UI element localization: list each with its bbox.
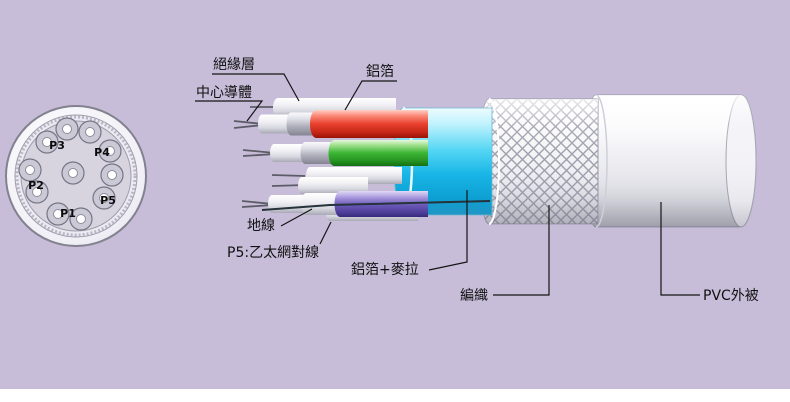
leader-foil	[344, 80, 397, 111]
bottom-strip	[0, 389, 790, 402]
pair-label-p4: P4	[94, 146, 110, 159]
label-insulation: 絕緣層	[213, 57, 255, 73]
label-foil: 鋁箔	[366, 64, 394, 80]
cross-section-braid-texture	[15, 115, 137, 237]
label-ground-wire: 地線	[247, 218, 275, 234]
leader-braid	[493, 205, 550, 296]
pair-label-p2: P2	[28, 179, 44, 192]
pair-label-p3: P3	[49, 139, 65, 152]
leader-insulation	[212, 73, 300, 102]
leader-ground-wire	[280, 208, 313, 227]
label-pvc-jacket: PVC外被	[703, 288, 759, 304]
red-wire	[233, 110, 428, 138]
leader-foil-mylar	[428, 190, 468, 271]
leader-center-conductor	[195, 100, 264, 122]
p5-ethernet-pair-wires	[271, 167, 402, 194]
cable-cutaway	[233, 94, 757, 228]
green-wire	[242, 140, 428, 166]
pvc-jacket-layer	[584, 94, 757, 228]
braid-cut-edge	[488, 98, 500, 225]
cable-cross-section: P3 P4 P2 P5 P1	[5, 105, 147, 247]
braid-layer	[478, 98, 599, 225]
cross-section-wires	[18, 117, 124, 231]
label-foil-mylar: 鋁箔+麥拉	[351, 262, 419, 278]
label-center-conductor: 中心導體	[196, 85, 252, 101]
leader-p5-pair	[319, 221, 332, 245]
leader-pvc-jacket	[660, 202, 700, 296]
label-braid: 編織	[460, 288, 488, 304]
pair-label-p1: P1	[60, 207, 76, 220]
pvc-cut-edge	[595, 94, 608, 228]
diagram-labels: 絕緣層 中心導體 鋁箔 地線 P5:乙太網對線 鋁箔+麥拉 編織 PVC外被	[195, 57, 759, 304]
pair-label-p5: P5	[100, 194, 116, 207]
ground-wire	[261, 200, 491, 211]
label-p5-pair: P5:乙太網對線	[227, 245, 319, 261]
wire-bundle	[233, 98, 491, 221]
